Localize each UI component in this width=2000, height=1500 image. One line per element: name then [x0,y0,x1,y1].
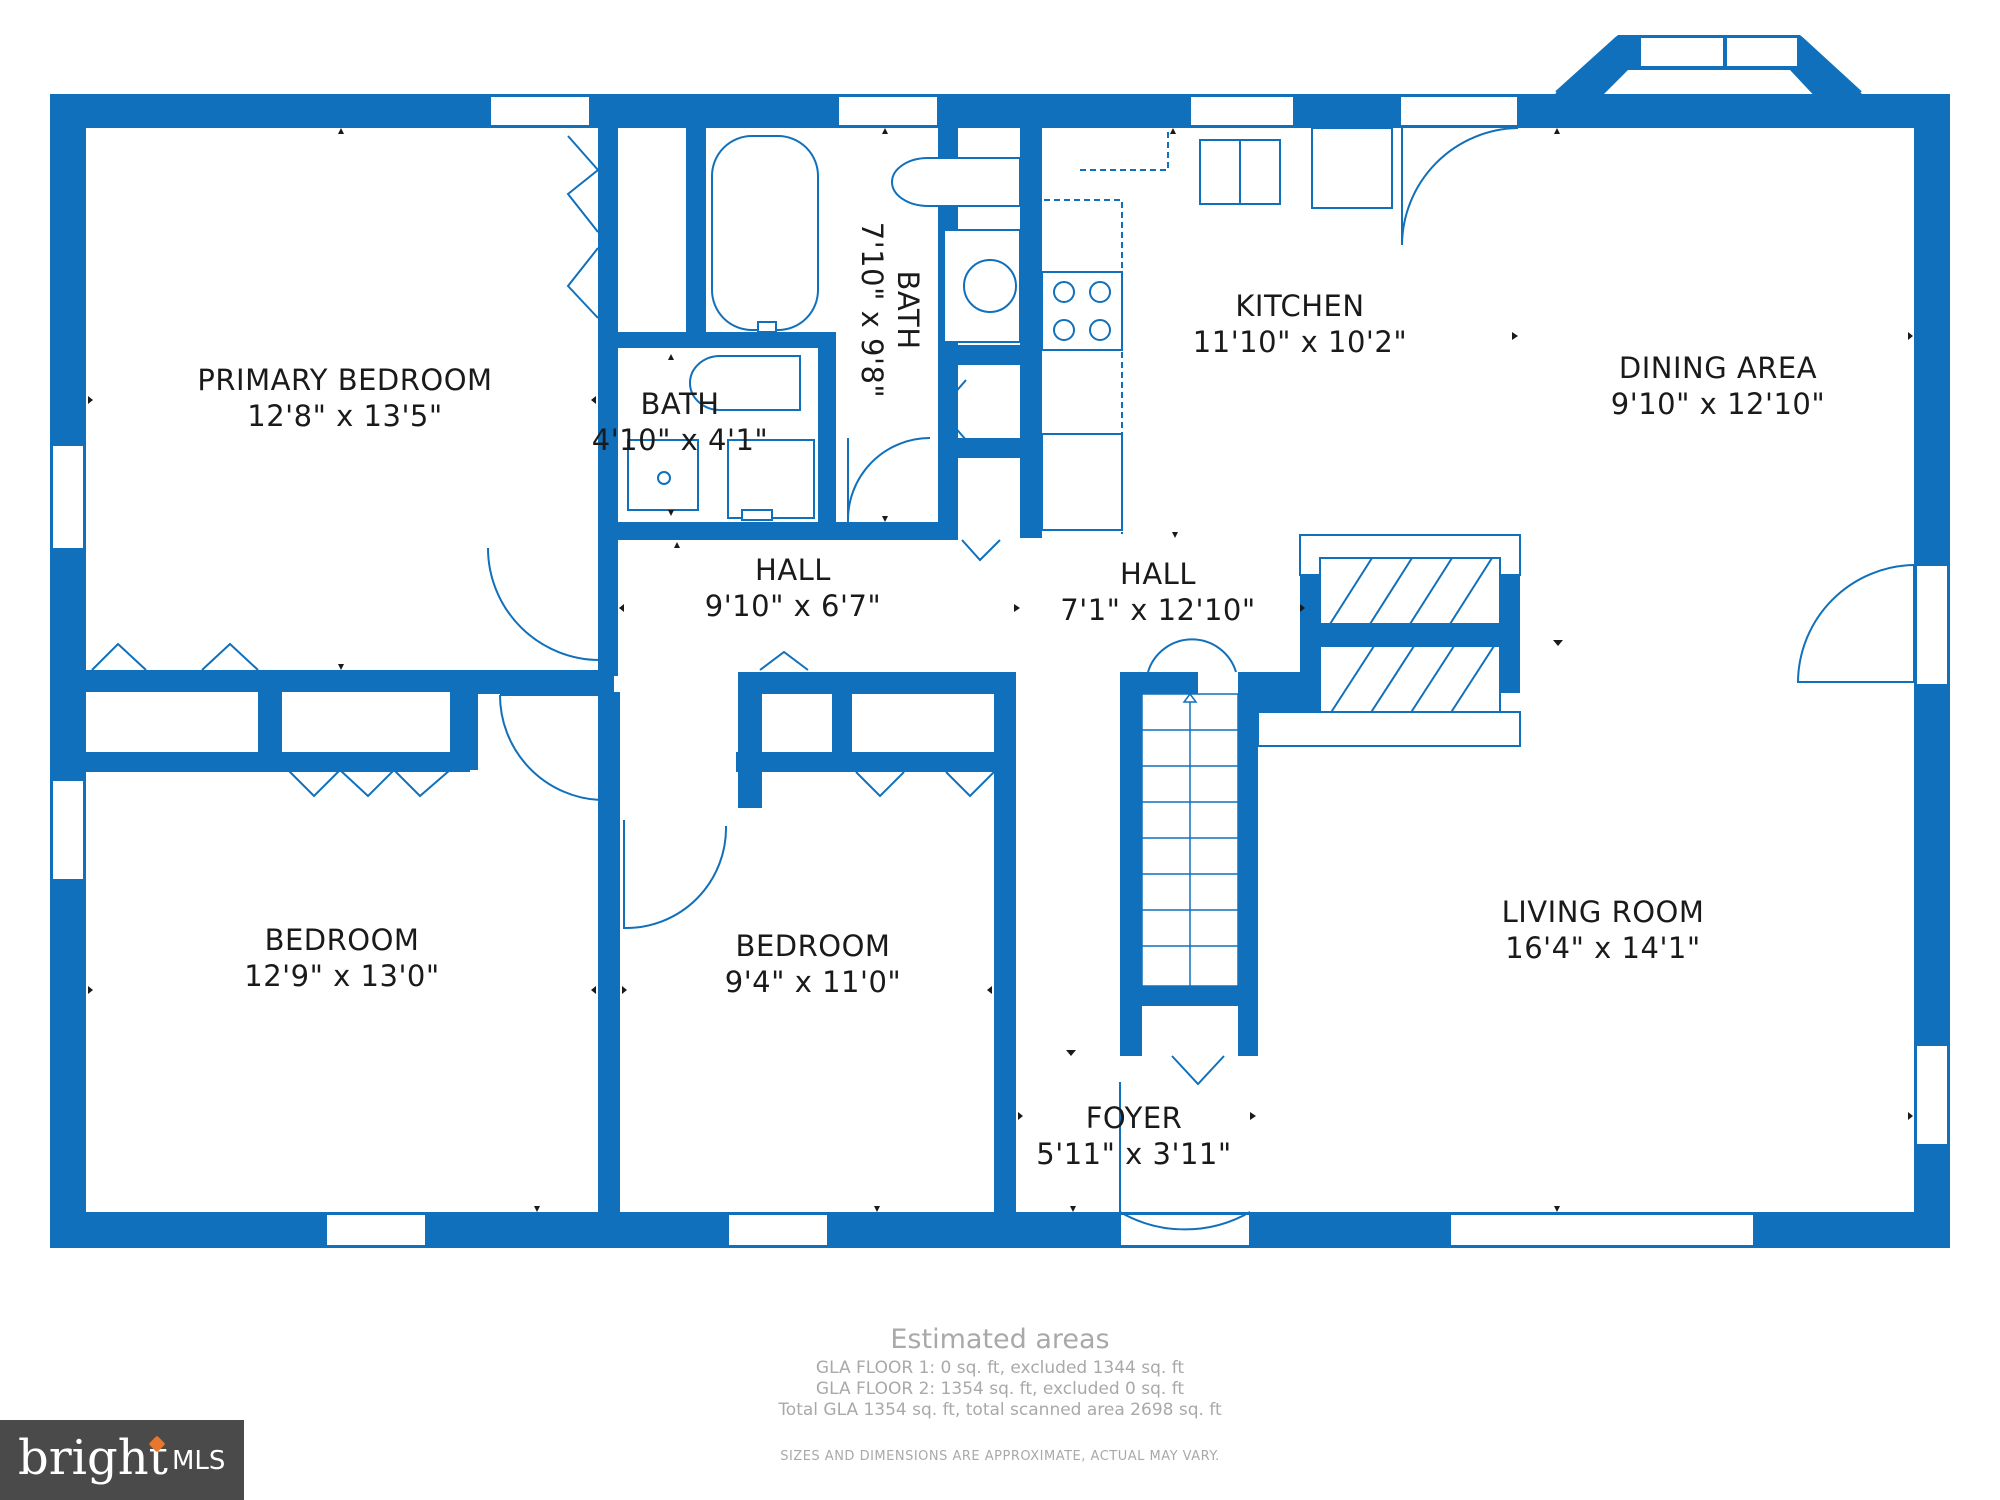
room-dimensions: 7'1" x 12'10" [1060,593,1256,627]
room-dimensions: 4'10" x 4'1" [591,423,769,457]
bright-mls-logo: bright MLS [0,1420,244,1500]
room-name: LIVING ROOM [1501,895,1705,929]
windows [51,36,1949,1247]
kitchen-fixtures [1041,127,1393,534]
logo-suffix: MLS [172,1446,226,1476]
room-name: BEDROOM [264,923,420,957]
room-name: HALL [755,553,831,587]
room-dining-area: DINING AREA 9'10" x 12'10" [1611,350,1825,422]
room-dimensions: 9'10" x 6'7" [704,589,882,623]
room-dimensions: 12'8" x 13'5" [247,399,443,433]
room-name: DINING AREA [1618,351,1818,385]
room-dimensions: 5'11" x 3'11" [1036,1137,1232,1171]
bathroom-fixtures [627,135,1021,521]
disclaimer-text: SIZES AND DIMENSIONS ARE APPROXIMATE, AC… [780,1449,1220,1464]
room-name: BATH [640,387,720,421]
room-dimensions: 7'10" x 9'8" [855,221,889,399]
room-name: KITCHEN [1235,289,1365,323]
areas-line: Total GLA 1354 sq. ft, total scanned are… [778,1400,1222,1420]
room-bath-main: BATH 7'10" x 9'8" [854,222,926,398]
room-foyer: FOYER 5'11" x 3'11" [1036,1100,1231,1172]
room-hall-right: HALL 7'1" x 12'10" [1060,556,1255,628]
room-name: HALL [1120,557,1196,591]
room-name: FOYER [1085,1101,1183,1135]
logo-wordmark: bright [18,1430,168,1486]
areas-title: Estimated areas [890,1324,1110,1355]
areas-line: GLA FLOOR 1: 0 sq. ft, excluded 1344 sq.… [815,1358,1185,1378]
room-bath-small: BATH 4'10" x 4'1" [592,386,768,458]
estimated-areas: Estimated areas GLA FLOOR 1: 0 sq. ft, e… [0,1322,2000,1421]
room-name: BEDROOM [735,929,891,963]
room-dimensions: 16'4" x 14'1" [1505,931,1701,965]
door-swings [487,127,1915,1231]
room-name: BATH [891,270,925,350]
room-name: PRIMARY BEDROOM [197,363,493,397]
staircase [1141,692,1239,987]
closet-doors [91,135,1225,1086]
room-primary-bedroom: PRIMARY BEDROOM 12'8" x 13'5" [197,362,492,434]
fireplace [1257,534,1521,747]
room-dimensions: 9'4" x 11'0" [724,965,902,999]
room-dimensions: 11'10" x 10'2" [1192,325,1408,359]
areas-line: GLA FLOOR 2: 1354 sq. ft, excluded 0 sq.… [815,1379,1185,1399]
room-hall-left: HALL 9'10" x 6'7" [705,552,881,624]
room-dimensions: 12'9" x 13'0" [244,959,440,993]
room-bedroom-middle: BEDROOM 9'4" x 11'0" [725,928,901,1000]
room-bedroom-left: BEDROOM 12'9" x 13'0" [244,922,439,994]
dimension-markers [88,128,1913,1212]
room-living-room: LIVING ROOM 16'4" x 14'1" [1502,894,1705,966]
interior-walls [50,128,1520,1212]
room-dimensions: 9'10" x 12'10" [1610,387,1826,421]
room-kitchen: KITCHEN 11'10" x 10'2" [1193,288,1407,360]
